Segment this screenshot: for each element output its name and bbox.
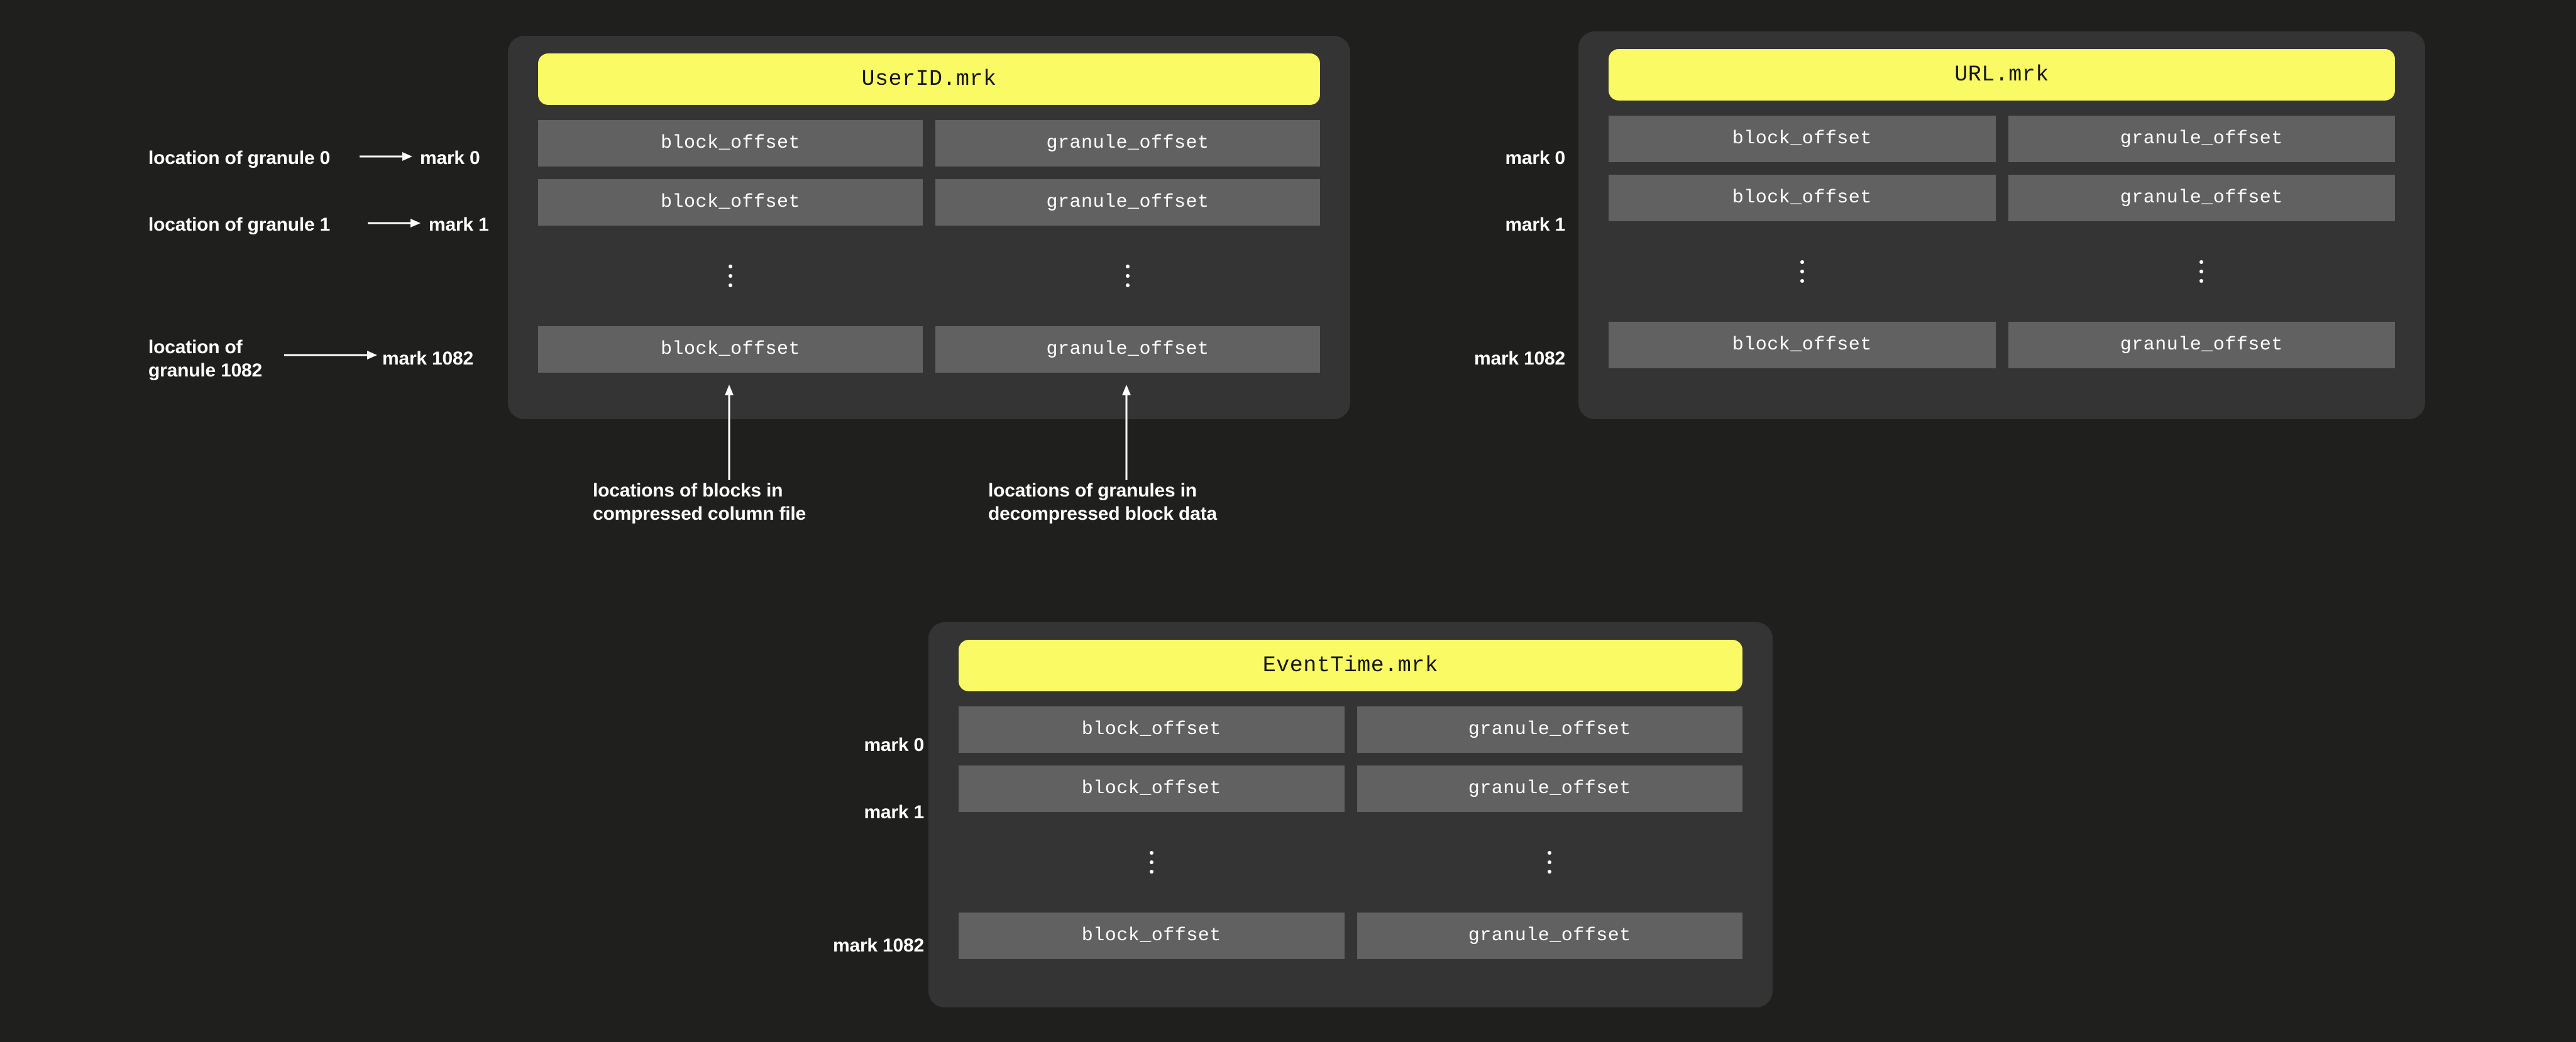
vertical-ellipsis-icon [538,238,923,314]
granule-1-arrow [368,216,421,230]
card-userid: UserID.mrk block_offset granule_offset b… [508,36,1350,419]
cell-granule-offset[interactable]: granule_offset [1357,706,1742,753]
cell-granule-offset[interactable]: granule_offset [2008,175,2395,221]
cell-block-offset[interactable]: block_offset [538,179,923,226]
card-title-url: URL.mrk [1609,49,2395,101]
table-row: block_offset granule_offset [959,765,1742,812]
card-eventtime: EventTime.mrk block_offset granule_offse… [928,622,1773,1007]
cell-block-offset[interactable]: block_offset [1609,116,1996,162]
granules-annotation-arrow [1120,385,1133,480]
table-row: block_offset granule_offset [538,326,1320,373]
table-row: block_offset granule_offset [538,120,1320,167]
vertical-ellipsis-icon [959,825,1345,900]
card-title-userid: UserID.mrk [538,53,1320,105]
granule-1-label: location of granule 1 [148,214,331,235]
cell-block-offset[interactable]: block_offset [1609,322,1996,368]
cell-granule-offset[interactable]: granule_offset [1357,913,1742,959]
cell-block-offset[interactable]: block_offset [959,913,1345,959]
granule-1082-mark-label: mark 1082 [382,348,473,369]
table-row: block_offset granule_offset [959,706,1742,753]
granule-1082-arrow [284,348,377,362]
cell-block-offset[interactable]: block_offset [959,765,1345,812]
vertical-ellipsis-icon [1609,234,1996,309]
table-row-ellipsis [1609,234,2395,309]
vertical-ellipsis-icon [1357,825,1743,900]
granule-0-mark-label: mark 0 [420,148,480,168]
cell-granule-offset[interactable]: granule_offset [2008,322,2395,368]
card-eventtime-mark-1-label: mark 1 [864,802,924,823]
cell-block-offset[interactable]: block_offset [959,706,1345,753]
cell-block-offset[interactable]: block_offset [1609,175,1996,221]
granule-0-label: location of granule 0 [148,148,331,168]
table-row: block_offset granule_offset [538,179,1320,226]
cell-granule-offset[interactable]: granule_offset [2008,116,2395,162]
table-row: block_offset granule_offset [1609,175,2395,221]
cell-block-offset[interactable]: block_offset [538,326,923,373]
blocks-annotation-label: locations of blocks in compressed column… [593,480,806,524]
blocks-annotation-arrow [722,385,736,480]
granules-annotation-label: locations of granules in decompressed bl… [988,480,1217,524]
card-url-mark-0-label: mark 0 [1505,148,1565,168]
card-title-eventtime: EventTime.mrk [959,640,1742,691]
cell-block-offset[interactable]: block_offset [538,120,923,167]
cell-granule-offset[interactable]: granule_offset [935,326,1320,373]
granule-1082-label-line2: granule 1082 [148,360,263,381]
granule-1-mark-label: mark 1 [429,214,489,235]
cell-granule-offset[interactable]: granule_offset [935,179,1320,226]
table-row-ellipsis [959,825,1742,900]
card-url-mark-1-label: mark 1 [1505,214,1565,235]
card-url: URL.mrk block_offset granule_offset bloc… [1578,31,2425,419]
card-eventtime-mark-0-label: mark 0 [864,735,924,755]
table-row-ellipsis [538,238,1320,314]
vertical-ellipsis-icon [935,238,1320,314]
card-eventtime-mark-1082-label: mark 1082 [833,935,924,956]
granule-0-arrow [360,150,412,163]
table-row: block_offset granule_offset [959,913,1742,959]
card-url-mark-1082-label: mark 1082 [1474,348,1565,369]
table-row: block_offset granule_offset [1609,322,2395,368]
table-row: block_offset granule_offset [1609,116,2395,162]
cell-granule-offset[interactable]: granule_offset [1357,765,1742,812]
vertical-ellipsis-icon [2008,234,2396,309]
cell-granule-offset[interactable]: granule_offset [935,120,1320,167]
granule-1082-label-line1: location of [148,337,243,358]
